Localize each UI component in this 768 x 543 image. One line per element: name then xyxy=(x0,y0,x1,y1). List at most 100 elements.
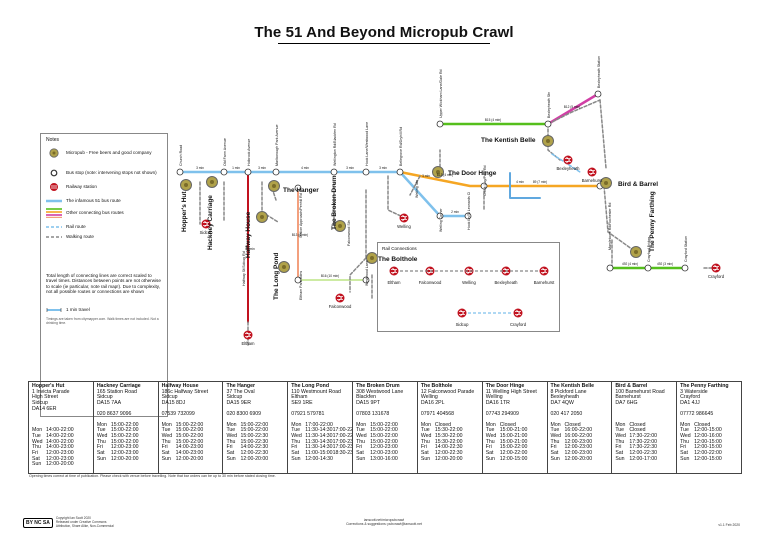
hours-time: 15:00-21:00 xyxy=(499,438,528,445)
hours-time: 15:00-22:00 xyxy=(240,427,269,434)
bus-stop-icon xyxy=(480,182,488,190)
hours-time: 17:30-22:00 xyxy=(629,438,658,445)
railway-station-icon xyxy=(711,263,721,273)
hours-time: 12:00-22:00 xyxy=(694,450,722,457)
bus-route-blue xyxy=(509,172,541,199)
version-label: v1.1 Feb 2020 xyxy=(718,523,740,527)
pub-card-address-line: DA16 2PL xyxy=(420,400,445,407)
travel-time-label: 3 min xyxy=(379,166,387,170)
travel-time-label: 10 min xyxy=(245,247,255,251)
bus-stop-icon xyxy=(362,276,370,284)
railway-station-icon xyxy=(243,330,253,340)
hours-time: 14:00-22:30 xyxy=(434,444,463,451)
hours-day: Fri xyxy=(291,444,298,451)
hours-day: Fri xyxy=(226,444,233,451)
hours-day: Tue xyxy=(680,427,689,434)
travel-time-label: B16 (10 min) xyxy=(321,274,339,278)
walking-route xyxy=(599,99,607,169)
hours-day: Wed xyxy=(356,432,367,439)
pub-label-halfway-house: Halfway House xyxy=(245,211,252,258)
hours-row: Tue 12:00-15:00 xyxy=(680,428,738,434)
legend-item-label: Other connecting bus routes xyxy=(66,210,124,216)
pub-card-phone: 020 417 2050 xyxy=(550,410,583,417)
other-bus-routes-icon xyxy=(46,208,62,219)
hours-time: 15:00-22:00 xyxy=(370,427,398,434)
pub-card-address-line: 12 Falconwood Parade xyxy=(420,388,475,395)
station-label-falconwood: Falconwood xyxy=(329,304,352,309)
pub-card-phone: 07921 579781 xyxy=(291,410,325,417)
pub-card-name: Bird & Barrel xyxy=(615,383,648,389)
hours-time: 13:00-16:00 xyxy=(370,455,398,462)
railway-station-icon xyxy=(539,266,549,276)
hours-time: 12:00-23:00 xyxy=(564,444,593,451)
hours-time: 17:00-22:00 xyxy=(305,421,333,428)
bus-stop-label: Westwood Lane xyxy=(365,260,369,286)
bus-stop-label: Falconwood Stn xyxy=(347,220,351,246)
hours-time: 12:00-23:00 xyxy=(564,450,593,457)
bus-stop-label: Crayford Station xyxy=(684,236,688,262)
hours-time: 12:00-15:00 xyxy=(694,444,722,451)
hours-day: Thu xyxy=(550,438,560,445)
pub-card-address-line: 3 Waterside xyxy=(680,388,708,395)
hours-time: 14:00-22:00 xyxy=(46,432,74,439)
hours-day: Tue xyxy=(615,427,625,434)
bus-stop-label: Old Farm Avenue xyxy=(223,138,227,166)
pub-label-the-kentish-belle: The Kentish Belle xyxy=(481,137,536,144)
pub-card-address-line: High Street xyxy=(32,394,58,401)
pub-card-address-line: Sidcup xyxy=(161,394,178,401)
hours-day: Mon xyxy=(291,421,302,428)
hours-day: Tue xyxy=(226,427,236,434)
hours-day: Thu xyxy=(226,438,236,445)
license-text: Copyright Ian Scott 2020 Released under … xyxy=(56,516,114,528)
travel-time-label: B13 (6 min) xyxy=(292,233,308,237)
hours-time: 12:00-15:00 xyxy=(694,427,722,434)
corrections-email[interactable]: Corrections & suggestions: pubcrawl@ians… xyxy=(346,522,422,527)
legend-item-label: Micropub - Free beers and good company xyxy=(66,150,152,156)
hours-time: 12:00-23:00 xyxy=(110,444,139,451)
bus-stop-icon xyxy=(644,264,652,272)
hours-time: 11:30-14:30 xyxy=(305,427,333,434)
hours-day: Thu xyxy=(420,438,430,445)
pub-icon-centre xyxy=(634,250,638,254)
hours-time: 16:00-22:00 xyxy=(564,427,593,434)
hours-time: 12:00-22:30 xyxy=(629,450,658,457)
hours-day: Mon xyxy=(356,421,367,428)
hours-day: Fri xyxy=(680,444,687,451)
hours-day: Mon xyxy=(161,421,172,428)
walking-route-icon xyxy=(46,232,62,242)
footer-links: ianscott.net/micropubcrawl Corrections &… xyxy=(0,518,768,526)
hours-day: Fri xyxy=(420,444,427,451)
railway-station-icon xyxy=(201,219,211,229)
pub-label-the-door-hinge: The Door Hinge xyxy=(448,170,497,177)
pub-card-name: The Penny Farthing xyxy=(680,383,729,389)
hours-time: 12:00-22:30 xyxy=(240,450,269,457)
website-link[interactable]: ianscott.net/micropubcrawl xyxy=(363,518,405,522)
hours-day: Sun xyxy=(161,455,171,462)
bus-stop-label: Welling Corner xyxy=(439,207,443,232)
hours-row: Tue 15:00-22:00 xyxy=(226,428,284,434)
travel-time-label: 3 min xyxy=(196,166,204,170)
